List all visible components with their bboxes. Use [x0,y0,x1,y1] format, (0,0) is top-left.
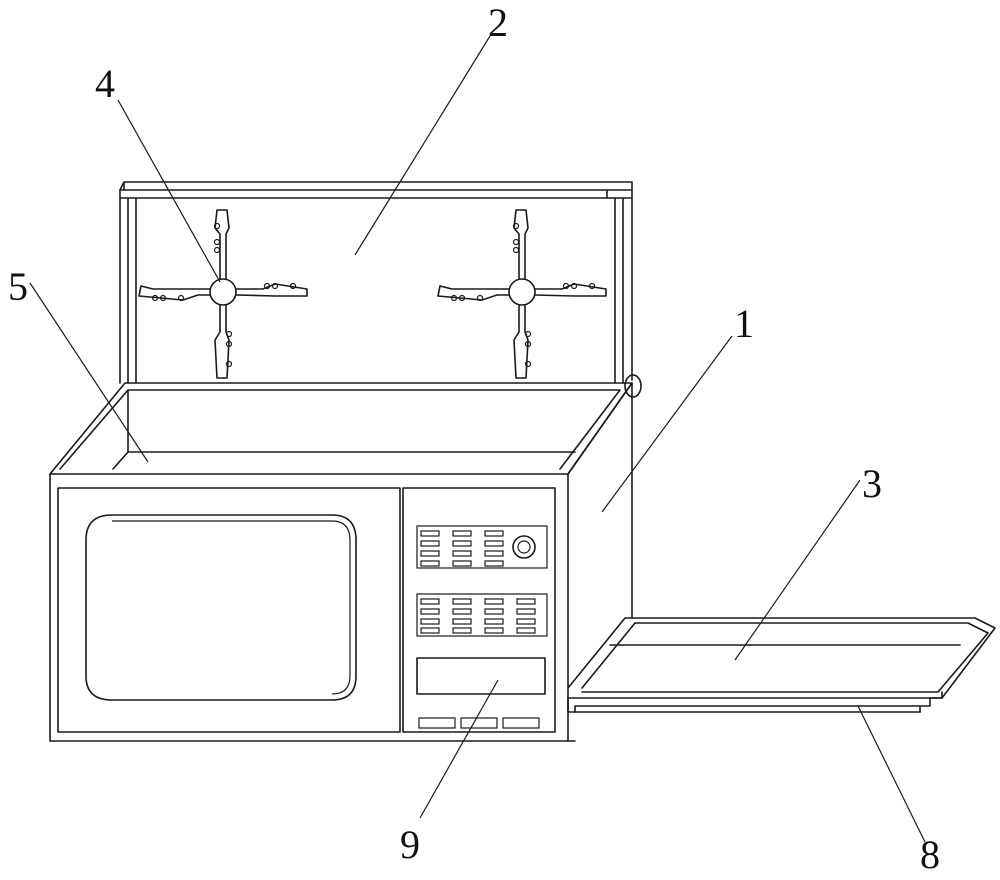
label-8: 8 [920,832,940,877]
door-window [85,514,357,701]
label-2: 2 [488,0,508,45]
door-frame [57,487,401,733]
fan-right [437,209,607,379]
dial-knob [512,535,536,559]
fan-hub-right [508,278,536,306]
label-5: 5 [8,264,28,309]
fan-left [138,209,308,379]
control-panel [402,487,556,733]
label-4: 4 [95,61,115,106]
button-grid-upper [416,525,548,569]
leader-lines [29,35,926,843]
label-9: 9 [400,822,420,867]
bottom-keys [418,717,540,729]
fan-hub-left [209,278,237,306]
cabinet-body [49,382,633,742]
hinge-knob [624,374,642,398]
display-screen [416,657,546,695]
slide-tray [567,617,996,713]
button-grid-lower [416,593,548,637]
label-1: 1 [734,301,754,346]
cabinet-front [49,473,569,742]
lid-panel [119,181,642,398]
label-3: 3 [862,461,882,506]
